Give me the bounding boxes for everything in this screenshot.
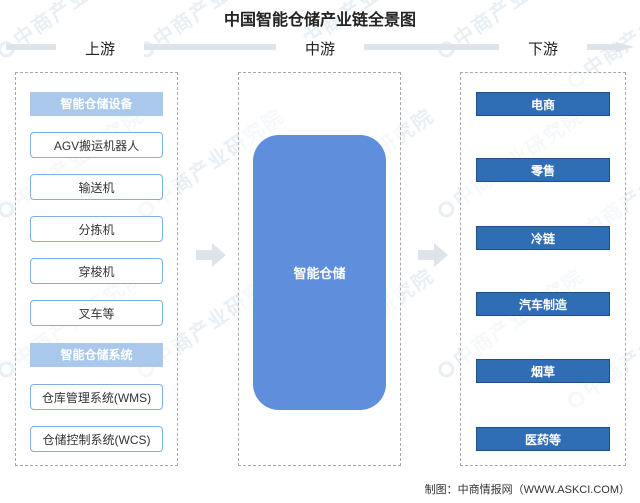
- page-title: 中国智能仓储产业链全景图: [223, 12, 416, 29]
- downstream-item-ecommerce: 电商: [476, 92, 610, 116]
- upstream-item-conveyor: 输送机: [30, 174, 163, 200]
- source-caption: 制图：中商情报网（WWW.ASKCI.COM）: [424, 484, 630, 496]
- downstream-panel: [460, 72, 626, 466]
- midstream-center-box: 智能仓储: [253, 135, 386, 410]
- upstream-item-wcs: 仓储控制系统(WCS): [30, 426, 163, 452]
- upstream-item-sorter: 分拣机: [30, 216, 163, 242]
- upstream-item-wms: 仓库管理系统(WMS): [30, 384, 163, 410]
- downstream-item-coldchain: 冷链: [476, 226, 610, 250]
- upstream-category-system: 智能仓储系统: [30, 343, 163, 367]
- downstream-item-automotive: 汽车制造: [476, 292, 610, 316]
- stage-label-upstream: 上游: [56, 38, 144, 59]
- arrow-right-icon: [196, 243, 226, 267]
- upstream-item-agv: AGV搬运机器人: [30, 132, 163, 158]
- downstream-item-pharma: 医药等: [476, 427, 610, 451]
- watermark-logo-icon: [435, 358, 458, 381]
- downstream-item-retail: 零售: [476, 158, 610, 182]
- downstream-item-tobacco: 烟草: [476, 359, 610, 383]
- stage-label-midstream: 中游: [276, 38, 364, 59]
- upstream-item-forklift: 叉车等: [30, 300, 163, 326]
- upstream-category-equipment: 智能仓储设备: [30, 92, 163, 116]
- midstream-label: 智能仓储: [293, 266, 346, 281]
- watermark-logo-icon: [435, 198, 458, 221]
- stage-label-downstream: 下游: [499, 38, 587, 59]
- arrow-right-icon: [418, 243, 448, 267]
- upstream-item-shuttle: 穿梭机: [30, 258, 163, 284]
